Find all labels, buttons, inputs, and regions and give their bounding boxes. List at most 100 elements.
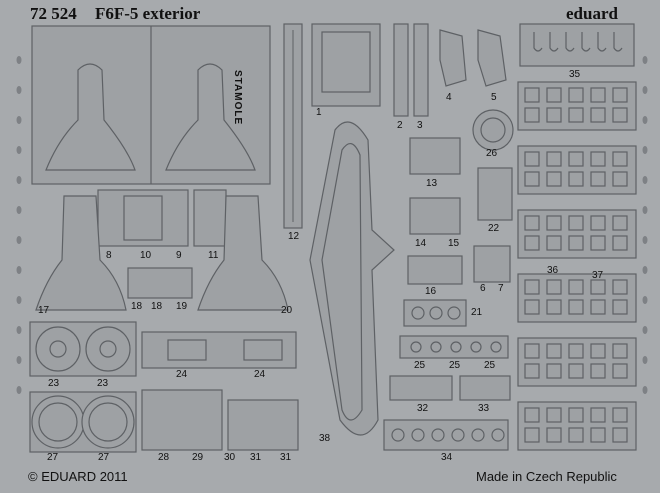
part-number-label: 2 — [397, 120, 403, 131]
parts-30-31 — [227, 399, 299, 451]
part-number-label: 36 — [547, 265, 559, 276]
part-24-window — [167, 339, 207, 361]
vent-hole — [642, 176, 648, 184]
grid-cell — [568, 107, 584, 123]
part-25-ring — [470, 341, 482, 353]
part-13 — [409, 137, 461, 175]
grid-cell — [546, 343, 562, 359]
part-34 — [383, 419, 509, 451]
vent-hole — [642, 146, 648, 154]
vent-hole — [642, 116, 648, 124]
vent-hole — [16, 116, 22, 124]
hook — [581, 32, 591, 52]
grid-cell — [568, 279, 584, 295]
part-number-label: 23 — [97, 378, 109, 389]
part-number-label: 22 — [488, 223, 500, 234]
part-1-inner — [321, 31, 371, 93]
part-number-label: 28 — [158, 452, 170, 463]
grid-cell — [590, 151, 606, 167]
part-33 — [459, 375, 511, 401]
brand-logo: eduard — [566, 4, 618, 23]
hook — [613, 32, 623, 52]
part-4 — [439, 29, 467, 87]
part-number-label: 21 — [471, 307, 483, 318]
vent-hole — [16, 206, 22, 214]
part-number-label: 14 — [415, 238, 427, 249]
part-20 — [197, 195, 289, 311]
part-23-hub — [49, 340, 67, 358]
grid-cell — [524, 427, 540, 443]
part-3 — [413, 23, 429, 117]
grid-cell — [568, 215, 584, 231]
part-5 — [477, 29, 507, 87]
vent-hole — [642, 56, 648, 64]
part-number-label: 9 — [176, 250, 182, 261]
part-number-label: 13 — [426, 178, 438, 189]
product-code: 72 524 — [30, 4, 77, 23]
part-number-label: 26 — [486, 148, 498, 159]
flap-left — [45, 63, 136, 171]
grid-cell — [546, 171, 562, 187]
part-number-label: 12 — [288, 231, 300, 242]
grid-cell — [568, 407, 584, 423]
grid-cell — [590, 215, 606, 231]
hook — [565, 32, 575, 52]
part-34-disc — [471, 428, 485, 442]
part-22 — [477, 167, 513, 221]
grid-cell — [524, 171, 540, 187]
grid-cell — [612, 107, 628, 123]
part-number-label: 17 — [38, 305, 50, 316]
part-number-label: 15 — [448, 238, 460, 249]
grid-cell — [524, 343, 540, 359]
grid-cell — [590, 363, 606, 379]
grid-cell — [568, 87, 584, 103]
part-16 — [407, 255, 463, 285]
grid-cell — [590, 279, 606, 295]
part-number-label: 20 — [281, 305, 293, 316]
part-number-label: 25 — [484, 360, 496, 371]
part-38-inner — [321, 143, 363, 421]
part-21-ring — [411, 306, 425, 320]
part-number-label: 4 — [446, 92, 452, 103]
grid-cell — [524, 299, 540, 315]
vent-hole — [16, 356, 22, 364]
part-25-ring — [490, 341, 502, 353]
grid-cell — [524, 107, 540, 123]
grid-cell — [590, 107, 606, 123]
part-11 — [193, 189, 227, 247]
grid-cell — [612, 407, 628, 423]
vent-hole — [16, 146, 22, 154]
grid-cell — [546, 299, 562, 315]
part-number-label: 38 — [319, 433, 331, 444]
vent-hole — [16, 56, 22, 64]
part-14-15 — [409, 197, 461, 235]
grid-cell — [546, 107, 562, 123]
part-number-label: 32 — [417, 403, 429, 414]
vent-hole — [16, 236, 22, 244]
parts-8-10-9 — [97, 189, 189, 247]
part-number-label: 23 — [48, 378, 60, 389]
part-number-label: 11 — [208, 250, 219, 261]
part-number-label: 18 — [151, 301, 163, 312]
part-21 — [403, 299, 467, 327]
grid-cell — [524, 87, 540, 103]
part-32 — [389, 375, 453, 401]
grid-cell — [568, 363, 584, 379]
flap-right — [165, 63, 256, 171]
part-34-disc — [391, 428, 405, 442]
part-35 — [519, 23, 635, 67]
vent-hole — [16, 386, 22, 394]
part-number-label: 34 — [441, 452, 453, 463]
grid-cell — [568, 427, 584, 443]
vent-hole — [642, 266, 648, 274]
vent-hole — [642, 236, 648, 244]
grid-cell — [546, 407, 562, 423]
part-24-window — [243, 339, 283, 361]
part-21-ring — [447, 306, 461, 320]
part-23-hub — [99, 340, 117, 358]
parts-28-29 — [141, 389, 223, 451]
part-number-label: 31 — [250, 452, 262, 463]
part-number-label: 18 — [131, 301, 143, 312]
part-number-label: 35 — [569, 69, 581, 80]
